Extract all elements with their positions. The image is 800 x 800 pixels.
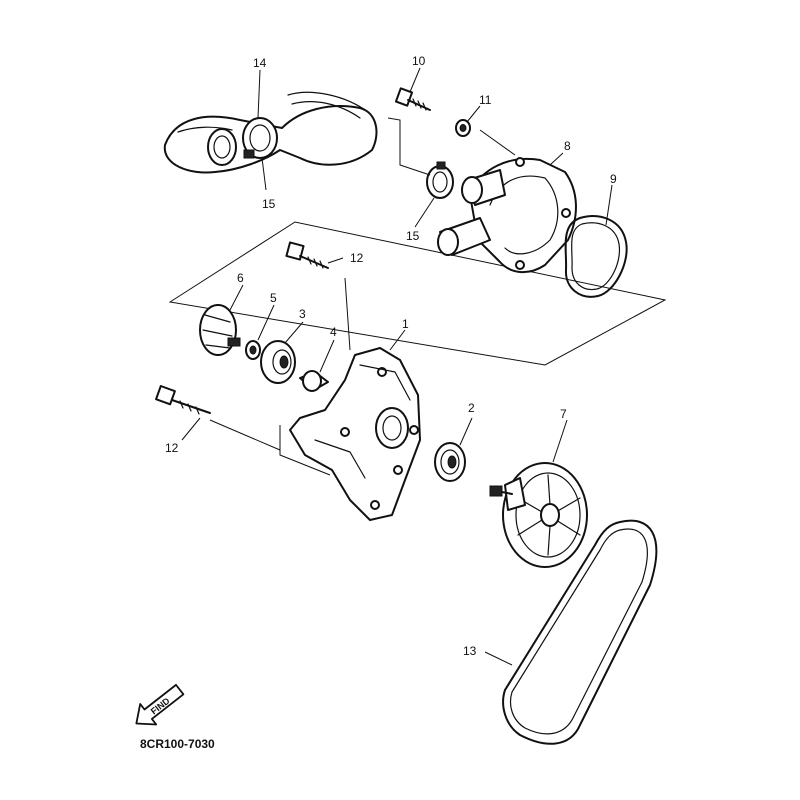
callout-4: 4 xyxy=(330,325,337,339)
part-3-seal xyxy=(260,340,296,384)
callout-14: 14 xyxy=(253,56,267,70)
callout-12-upper: 12 xyxy=(350,251,364,265)
part-11-washer xyxy=(455,119,471,137)
part-9-o-ring xyxy=(564,215,628,298)
part-15-hose-clamp-lower xyxy=(426,161,454,199)
part-15-hose-clamp-upper xyxy=(242,117,278,159)
part-1-pump-housing xyxy=(289,347,421,521)
part-12-bolt-upper xyxy=(285,241,329,269)
part-7-pulley xyxy=(489,462,588,568)
callout-12-lower: 12 xyxy=(165,441,179,455)
part-4-collar xyxy=(299,370,329,392)
callout-11: 11 xyxy=(479,93,492,107)
part-13-belt xyxy=(502,519,658,745)
callout-3: 3 xyxy=(299,307,306,321)
callout-labels: 14 10 11 8 9 15 15 12 6 5 3 4 1 2 7 12 1… xyxy=(165,54,617,658)
callout-13: 13 xyxy=(463,644,477,658)
callout-1: 1 xyxy=(402,317,409,331)
find-arrow-icon: FIND xyxy=(135,683,185,726)
part-12-bolt-lower xyxy=(155,385,211,415)
callout-7: 7 xyxy=(560,407,567,421)
leader-lines xyxy=(181,67,613,666)
callout-2: 2 xyxy=(468,401,475,415)
callout-5: 5 xyxy=(270,291,277,305)
part-6-impeller xyxy=(199,304,241,356)
part-10-bolt xyxy=(394,87,431,111)
part-2-bearing xyxy=(434,442,466,482)
part-8-pump-cover xyxy=(437,157,577,274)
diagram-code: 8CR100-7030 xyxy=(140,737,215,751)
assembly-frame xyxy=(168,221,667,366)
callout-15-lower: 15 xyxy=(406,229,420,243)
part-5-washer xyxy=(245,340,261,360)
callout-10: 10 xyxy=(412,54,426,68)
callout-8: 8 xyxy=(564,139,571,153)
callout-6: 6 xyxy=(237,271,244,285)
callout-15-upper: 15 xyxy=(262,197,276,211)
callout-9: 9 xyxy=(610,172,617,186)
